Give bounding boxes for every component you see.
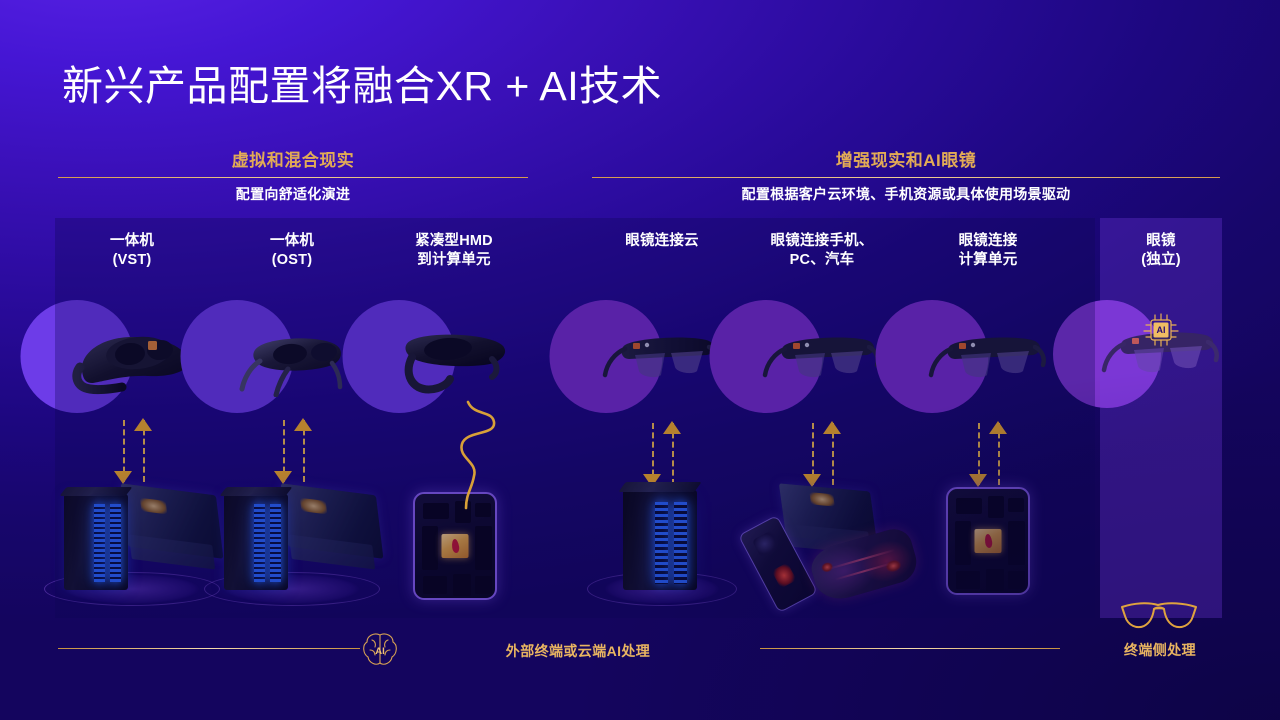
compute-unit-hmd [413, 492, 497, 600]
svg-text:AI: AI [375, 646, 385, 657]
link-arrow-aio-vst [110, 418, 156, 484]
section-title: 增强现实和AI眼镜 [835, 151, 977, 170]
column-label: 一体机 (VST) [109, 233, 155, 268]
led-strip [270, 504, 281, 582]
arrow-dashed-line [283, 420, 285, 482]
section-divider [592, 177, 1220, 178]
column-glasses-compute-unit: 眼镜连接 计算单元 [908, 232, 1068, 270]
arrow-dashed-line [832, 423, 834, 485]
led-strip [655, 502, 668, 584]
board-trace [1008, 571, 1025, 589]
board-trace [955, 521, 971, 565]
board-trace [1008, 498, 1024, 512]
column-glasses-standalone: 眼镜 (独立) [1081, 232, 1241, 270]
board-trace [956, 571, 980, 589]
column-aio-vst: 一体机 (VST) [52, 232, 212, 270]
column-label: 眼镜连接 计算单元 [958, 233, 1018, 268]
link-arrow-aio-ost [270, 418, 316, 484]
section-header-ar-ai: 增强现实和AI眼镜 配置根据客户云环境、手机资源或具体使用场景驱动 [592, 150, 1220, 204]
column-label: 紧凑型HMD 到计算单元 [415, 233, 493, 268]
led-strip [94, 504, 105, 582]
board-trace [423, 576, 447, 594]
column-label: 眼镜连接手机、 PC、汽车 [770, 233, 874, 268]
arrow-up-head [823, 421, 841, 434]
arrow-up-head [663, 421, 681, 434]
ai-chip-icon: AI [1143, 313, 1179, 347]
board-trace [986, 569, 1004, 591]
content-panel-standalone [1100, 218, 1222, 618]
ar-glasses-icon [602, 337, 720, 378]
arrow-dashed-line [812, 423, 814, 485]
arrow-up-head [989, 421, 1007, 434]
board-trace [475, 576, 492, 594]
arrow-down-head [114, 471, 132, 484]
page-title: 新兴产品配置将融合XR + AI技术 [62, 63, 663, 109]
board-trace [956, 498, 982, 514]
column-glasses-phone-pc-car: 眼镜连接手机、 PC、汽车 [742, 232, 902, 270]
board-trace [422, 526, 438, 570]
board-trace [453, 574, 471, 596]
led-strip [254, 504, 265, 582]
arrow-up-head [294, 418, 312, 431]
section-title: 虚拟和混合现实 [231, 151, 355, 170]
ar-glasses-icon [762, 337, 880, 378]
column-label: 眼镜连接云 [625, 233, 699, 249]
footer-label-external: 外部终端或云端AI处理 [505, 643, 651, 659]
column-label: 眼镜 (独立) [1141, 233, 1181, 268]
snapdragon-chip-icon [974, 529, 1002, 553]
arrow-down-head [803, 474, 821, 487]
arrow-dashed-line [123, 420, 125, 482]
arrow-dashed-line [303, 420, 305, 482]
board-trace [423, 503, 449, 519]
section-divider [58, 177, 528, 178]
server-rack-icon [623, 490, 697, 590]
arrow-dashed-line [998, 423, 1000, 485]
pc-tower-icon [64, 494, 128, 590]
ar-glasses-icon [928, 337, 1046, 378]
link-arrow-glasses-phone [799, 421, 845, 487]
compact-hmd-icon [404, 334, 506, 394]
glasses-icon [1121, 602, 1197, 629]
section-subtitle: 配置根据客户云环境、手机资源或具体使用场景驱动 [741, 186, 1071, 202]
board-trace [988, 496, 1004, 518]
compute-unit-glasses [946, 487, 1030, 595]
arrow-dashed-line [978, 423, 980, 485]
arrow-dashed-line [672, 423, 674, 485]
content-panel-main [55, 218, 1095, 618]
column-label: 一体机 (OST) [269, 233, 315, 268]
pc-tower-icon [224, 494, 288, 590]
footer-label-ondevice: 终端侧处理 [1124, 642, 1196, 658]
column-compact-hmd: 紧凑型HMD 到计算单元 [374, 232, 534, 270]
arrow-up-head [134, 418, 152, 431]
arrow-dashed-line [652, 423, 654, 485]
section-subtitle: 配置向舒适化演进 [235, 186, 351, 202]
ar-visor-icon [239, 338, 343, 397]
board-trace [475, 526, 492, 570]
svg-text:AI: AI [1157, 325, 1166, 335]
column-aio-ost: 一体机 (OST) [212, 232, 372, 270]
brain-ai-icon: AI [363, 633, 397, 665]
compute-pc-tower-vst [38, 482, 228, 606]
arrow-down-head [274, 471, 292, 484]
vr-headset-icon [72, 336, 189, 395]
link-arrow-glasses-unit [965, 421, 1011, 487]
compute-server-rack [587, 482, 737, 606]
footer-rule-right [760, 648, 1060, 649]
snapdragon-chip-icon [441, 534, 469, 558]
led-strip [110, 504, 121, 582]
arrow-down-head [969, 474, 987, 487]
arrow-dashed-line [143, 420, 145, 482]
led-strip [674, 502, 687, 584]
section-header-vr-mr: 虚拟和混合现实 配置向舒适化演进 [58, 150, 528, 204]
column-glasses-cloud: 眼镜连接云 [582, 232, 742, 251]
compute-pc-tower-ost [198, 482, 388, 606]
board-trace [1008, 521, 1025, 565]
footer-rule-left [58, 648, 360, 649]
